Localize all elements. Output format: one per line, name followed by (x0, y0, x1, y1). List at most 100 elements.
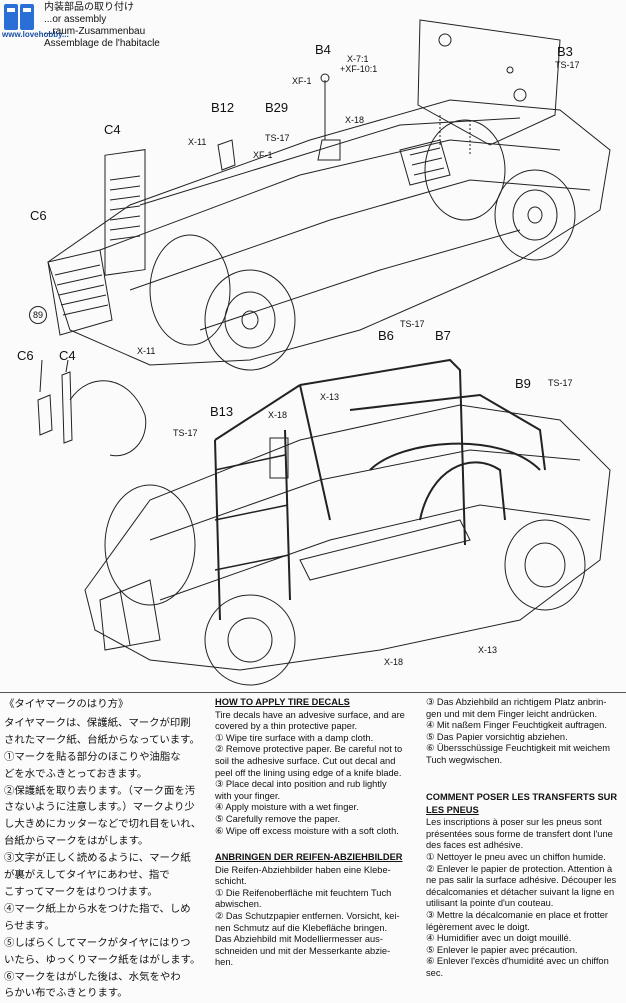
heading-de: ...raum-Zusammenbau (44, 26, 146, 37)
jp-line: ②保護紙を取り去ります。（マーク面を汚 (4, 785, 196, 797)
part-label-c4: C4 (104, 122, 121, 137)
page-header: www.lovehobby... 内装部品の取り付け ...or assembl… (0, 0, 200, 50)
jp-line: 台紙からマークをはがします。 (4, 836, 149, 848)
part-label-ts17: TS-17 (548, 378, 573, 388)
de-line: ⑤ Das Papier vorsichtig abziehen. (426, 731, 568, 742)
instructions-jp: 《タイヤマークのはり方》 タイヤマークは、保護紙、マークが印刷 されたマーク紙、… (4, 697, 204, 1003)
en-line: covered by a thin protective paper. (215, 721, 358, 732)
upper-chassis-drawing (47, 19, 611, 371)
fr-line: sec. (426, 967, 444, 978)
instructions-de-title: ANBRINGEN DER REIFEN-ABZIEHBILDER (215, 852, 403, 862)
instructions-de-continued: ③ Das Abziehbild an richtigem Platz anbr… (426, 697, 624, 767)
jp-line: こすってマークをはりつけます。 (4, 886, 158, 898)
instructions-en-title: HOW TO APPLY TIRE DECALS (215, 697, 350, 707)
part-label-x18: X-18 (268, 410, 288, 420)
instructions-jp-title: 《タイヤマークのはり方》 (4, 699, 129, 710)
inset-detail-drawing (37, 359, 147, 457)
fr-line: ⑤ Enlever le papier avec précaution. (426, 944, 578, 955)
part-label-x18: X-18 (384, 657, 404, 667)
part-label-x11: X-11 (188, 137, 207, 147)
de-line: hen. (215, 957, 234, 968)
inset-label-c4: C4 (59, 348, 76, 363)
de-line: ① Die Reifenoberfläche mit feuchtem Tuch (215, 887, 392, 898)
part-label-x11: X-11 (137, 346, 156, 356)
part-label-b9: B9 (515, 376, 531, 391)
lower-chassis-drawing (84, 358, 611, 686)
en-line: ⑤ Carefully remove the paper. (215, 813, 341, 824)
part-label-b6: B6 (378, 328, 394, 343)
part-label-xf1: XF-1 (292, 76, 312, 86)
de-line: nen Schmutz auf die Klebefläche bringen. (215, 922, 388, 933)
fr-line: ① Nettoyer le pneu avec un chiffon humid… (426, 851, 606, 862)
en-line: ② Remove protective paper. Be careful no… (215, 744, 403, 755)
part-label-b4: B4 (315, 42, 331, 57)
de-line: ② Das Schutzpapier entfernen. Vorsicht, … (215, 910, 400, 921)
part-label-b7: B7 (435, 328, 451, 343)
fr-line: décalcomanies et détacher suivant la lig… (426, 886, 615, 897)
instructions-en: HOW TO APPLY TIRE DECALS Tire decals hav… (215, 697, 420, 837)
de-line: Tuch wegwischen. (426, 754, 503, 765)
part-label-x13: X-13 (320, 392, 340, 402)
fr-line: légèrement avec le doigt. (426, 921, 530, 932)
jp-line: が裏がえしてタイヤにあわせ、指で (4, 870, 170, 882)
part-label-b12: B12 (211, 100, 235, 115)
heading-en: ...or assembly (44, 14, 107, 25)
jp-line: らかい布でふきとります。 (4, 988, 128, 1000)
en-line: Tire decals have an advesive surface, an… (215, 709, 405, 720)
jp-line: ④マーク紙上から水をつけた指で、しめ (4, 903, 191, 915)
en-line: with your finger. (215, 790, 281, 801)
inset-label-c6: C6 (17, 348, 34, 363)
part-label-xf1: XF-1 (253, 150, 273, 160)
instructions-fr: COMMENT POSER LES TRANSFERTS SUR LES PNE… (426, 792, 624, 980)
site-logo-icon (4, 4, 34, 30)
de-line: abwischen. (215, 899, 262, 910)
jp-line: らせます。 (4, 920, 55, 932)
fr-line: ④ Humidifier avec un doigt mouillé. (426, 933, 572, 944)
section-divider (0, 692, 626, 693)
de-line: Die Reifen-Abziehbilder haben eine Klebe… (215, 864, 391, 875)
assembly-drawing (37, 19, 611, 686)
de-line: ⑥ Übersschüssige Feuchtigkeit mit weiche… (426, 743, 611, 754)
part-label-x13: X-13 (478, 645, 498, 655)
de-line: gen und mit dem Finger leicht andrücken. (426, 708, 598, 719)
de-line: Das Abziehbild mit Modelliermesser aus- (215, 934, 383, 945)
de-line: ③ Das Abziehbild an richtigem Platz anbr… (426, 697, 607, 707)
de-line: schneiden und mit der Messerkante abzie- (215, 945, 391, 956)
part-label-ts17: TS-17 (555, 60, 580, 70)
jp-line: さないように注意します。）マークより少 (4, 802, 195, 814)
heading-fr: Assemblage de l'habitacle (44, 38, 160, 49)
part-label-b13: B13 (210, 404, 234, 419)
jp-line: タイヤマークは、保護紙、マークが印刷 (4, 717, 191, 729)
step-number-badge: 89 (29, 306, 47, 324)
part-label-xf10: +XF-10:1 (340, 64, 378, 74)
part-label-ts17: TS-17 (265, 133, 290, 143)
instructions-fr-title: COMMENT POSER LES TRANSFERTS SUR (426, 792, 618, 802)
jp-line: し大きめにカッターなどで切れ目をいれ、 (4, 819, 202, 831)
jp-line: されたマーク紙、台紙からなっています。 (4, 734, 200, 746)
fr-line: Les inscriptions à poser sur les pneus s… (426, 817, 602, 828)
part-label-ts17: TS-17 (173, 428, 198, 438)
fr-line: ne pas salir la surface adhésive. Découp… (426, 875, 617, 886)
jp-line: ⑤しばらくしてマークがタイヤにはりつ (4, 937, 191, 949)
part-label-b29: B29 (265, 100, 289, 115)
fr-line: ⑥ Enlever l'excès d'humidité avec un chi… (426, 956, 609, 967)
fr-line: des faces est adhésive. (426, 840, 524, 851)
en-line: ① Wipe tire surface with a damp cloth. (215, 732, 374, 743)
part-label-ts17: TS-17 (400, 319, 425, 329)
jp-line: ③文字が正しく読めるように、マーク紙 (4, 853, 191, 865)
instructions-de: ANBRINGEN DER REIFEN-ABZIEHBILDER Die Re… (215, 852, 420, 969)
en-line: peel off the lining using edge of a knif… (215, 767, 402, 778)
jp-line: いたら、ゆっくりマーク紙をはがします。 (4, 954, 201, 966)
en-line: ⑥ Wipe off excess moisture with a soft c… (215, 825, 399, 836)
fr-line: ② Enlever le papier de protection. Atten… (426, 863, 613, 874)
en-line: ④ Apply moisture with a wet finger. (215, 802, 359, 813)
part-label-x18: X-18 (345, 115, 365, 125)
heading-jp: 内装部品の取り付け (44, 2, 134, 13)
de-line: ④ Mit naßem Finger Feuchtigkeit auftrage… (426, 720, 607, 731)
jp-line: ⑥マークをはがした後は、水気をやわ (4, 971, 181, 983)
part-label-x7: X-7:1 (347, 54, 369, 64)
de-line: schicht. (215, 876, 247, 887)
part-label-b3: B3 (557, 44, 573, 59)
fr-line: présentées sous forme de transfert dont … (426, 828, 613, 839)
jp-line: ①マークを貼る部分のほこりや油脂な (4, 751, 181, 763)
